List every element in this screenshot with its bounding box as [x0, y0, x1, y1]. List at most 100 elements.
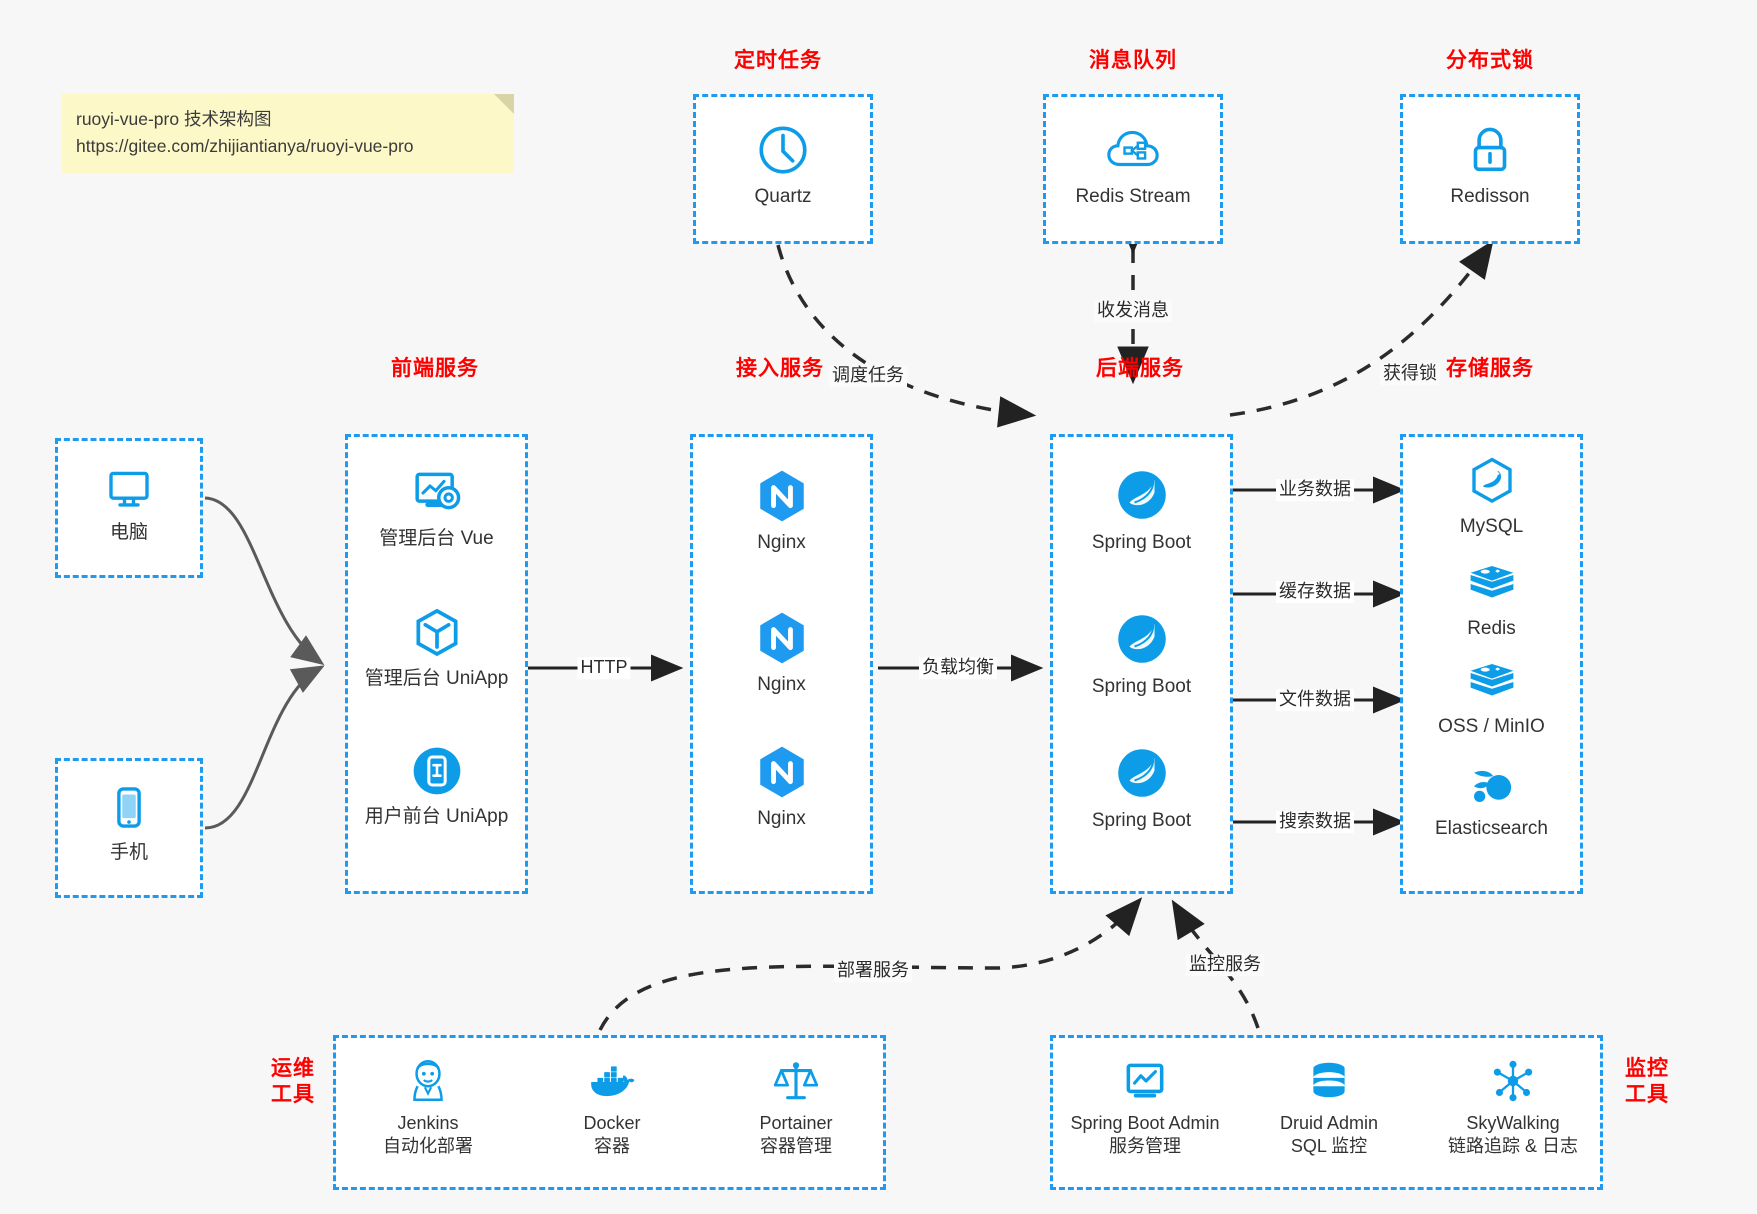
group-distributed-lock: Redisson [1400, 94, 1580, 244]
node-label: Quartz [754, 186, 812, 207]
node-admin-uniapp[interactable]: 管理后台 UniApp [348, 605, 525, 692]
node-docker[interactable]: Docker 容器 [520, 1056, 704, 1159]
node-mysql[interactable]: MySQL [1403, 455, 1580, 540]
node-label: Nginx [757, 532, 806, 553]
node-spring-boot-2[interactable]: Spring Boot [1053, 609, 1230, 700]
ops-title-line-2: 工具 [271, 1083, 315, 1107]
node-label: Portainer [759, 1113, 833, 1133]
node-label: Spring Boot [1091, 532, 1192, 553]
group-title-message-queue: 消息队列 [1089, 49, 1177, 72]
node-label: Jenkins [397, 1113, 459, 1133]
jenkins-icon [413, 1059, 443, 1101]
node-redisson[interactable]: Redisson [1403, 121, 1577, 210]
elasticsearch-icon [1473, 770, 1511, 802]
group-title-monitor-tools: 监控 工具 [1612, 1056, 1682, 1109]
node-elasticsearch[interactable]: Elasticsearch [1403, 757, 1580, 842]
cube-icon [415, 608, 458, 657]
node-sublabel: 容器管理 [760, 1136, 832, 1157]
edge-label-load-balance: 负载均衡 [919, 657, 997, 679]
node-quartz[interactable]: Quartz [696, 121, 870, 210]
node-nginx-3[interactable]: Nginx [693, 743, 870, 832]
node-label: 管理后台 Vue [379, 528, 494, 549]
group-title-storage-service: 存储服务 [1446, 357, 1534, 380]
node-label: Redisson [1450, 186, 1530, 207]
spring-boot-icon [1117, 749, 1166, 797]
note-line-1: ruoyi-vue-pro 技术架构图 [76, 109, 272, 129]
node-label: Nginx [757, 674, 806, 695]
nginx-icon [759, 470, 804, 522]
node-label: 管理后台 UniApp [364, 668, 509, 689]
node-redis-stream[interactable]: Redis Stream [1046, 121, 1220, 210]
group-title-backend-service: 后端服务 [1096, 357, 1184, 380]
group-title-distributed-lock: 分布式锁 [1446, 49, 1534, 72]
node-label: 电脑 [109, 522, 148, 543]
group-scheduled-task: Quartz [693, 94, 873, 244]
skywalking-icon [1493, 1060, 1533, 1102]
node-label: Spring Boot [1091, 676, 1192, 697]
node-jenkins[interactable]: Jenkins 自动化部署 [336, 1056, 520, 1159]
node-label: Redis Stream [1075, 186, 1191, 207]
group-message-queue: Redis Stream [1043, 94, 1223, 244]
node-oss-minio[interactable]: OSS / MinIO [1403, 655, 1580, 740]
redis-icon [1470, 566, 1513, 598]
spring-boot-icon [1117, 471, 1166, 519]
smartphone-icon [117, 787, 141, 828]
group-title-access-service: 接入服务 [736, 357, 824, 380]
node-portainer[interactable]: Portainer 容器管理 [704, 1056, 888, 1159]
node-label: 手机 [109, 842, 148, 863]
dashboard-settings-icon [414, 472, 460, 510]
monitor-chart-icon [1126, 1063, 1164, 1098]
monitor-title-line-2: 工具 [1625, 1083, 1669, 1107]
node-spring-boot-1[interactable]: Spring Boot [1053, 465, 1230, 556]
group-title-scheduled-task: 定时任务 [734, 49, 822, 72]
node-phone[interactable]: 手机 [58, 781, 200, 866]
edge-label-deploy-service: 部署服务 [834, 960, 912, 982]
oss-icon [1470, 664, 1513, 696]
node-nginx-1[interactable]: Nginx [693, 467, 870, 556]
node-nginx-2[interactable]: Nginx [693, 609, 870, 698]
node-computer[interactable]: 电脑 [58, 461, 200, 546]
node-label: Elasticsearch [1435, 818, 1548, 839]
node-label: Redis [1467, 618, 1516, 639]
edge-label-search-data: 搜索数据 [1276, 811, 1354, 833]
note-line-2: https://gitee.com/zhijiantianya/ruoyi-vu… [76, 136, 414, 157]
edge-label-schedule-task: 调度任务 [829, 365, 907, 387]
node-label: 用户前台 UniApp [364, 806, 509, 827]
node-spring-boot-3[interactable]: Spring Boot [1053, 743, 1230, 834]
group-ops-tools: Jenkins 自动化部署 Docker 容器 [333, 1035, 886, 1190]
clock-icon [759, 126, 807, 174]
group-computer: 电脑 [55, 438, 203, 578]
edge-label-business-data: 业务数据 [1276, 479, 1354, 501]
node-sublabel: SQL 监控 [1290, 1136, 1368, 1157]
node-redis[interactable]: Redis [1403, 557, 1580, 642]
node-label: Docker [583, 1113, 641, 1133]
note-fold-icon [494, 94, 514, 114]
node-label: Nginx [757, 808, 806, 829]
node-druid-admin[interactable]: Druid Admin SQL 监控 [1237, 1056, 1421, 1159]
edge-label-http: HTTP [577, 657, 631, 679]
node-label: Druid Admin [1279, 1113, 1379, 1133]
edge-label-cache-data: 缓存数据 [1276, 581, 1354, 603]
cloud-stream-icon [1107, 130, 1159, 167]
group-storage-service: MySQL Redis OSS / MinIO [1400, 434, 1583, 894]
edge-label-send-receive-message: 收发消息 [1094, 300, 1172, 322]
mobile-app-icon [413, 747, 460, 795]
ops-title-line-1: 运维 [271, 1057, 315, 1080]
group-phone: 手机 [55, 758, 203, 898]
node-label: Spring Boot [1091, 810, 1192, 831]
nginx-icon [759, 612, 804, 664]
group-backend-service: Spring Boot Spring Boot Spring Boot [1050, 434, 1233, 894]
group-access-service: Nginx Nginx Nginx [690, 434, 873, 894]
node-skywalking[interactable]: SkyWalking 链路追踪 & 日志 [1421, 1056, 1605, 1159]
node-user-uniapp[interactable]: 用户前台 UniApp [348, 743, 525, 830]
group-monitor-tools: Spring Boot Admin 服务管理 Druid Admin SQL 监… [1050, 1035, 1603, 1190]
monitor-icon [109, 471, 149, 507]
node-sublabel: 容器 [594, 1136, 630, 1157]
node-admin-vue[interactable]: 管理后台 Vue [348, 465, 525, 552]
nginx-icon [759, 746, 804, 798]
edge-label-monitor-service: 监控服务 [1186, 954, 1264, 976]
node-label: SkyWalking [1466, 1113, 1560, 1133]
node-spring-boot-admin[interactable]: Spring Boot Admin 服务管理 [1053, 1056, 1237, 1159]
portainer-icon [773, 1062, 819, 1100]
